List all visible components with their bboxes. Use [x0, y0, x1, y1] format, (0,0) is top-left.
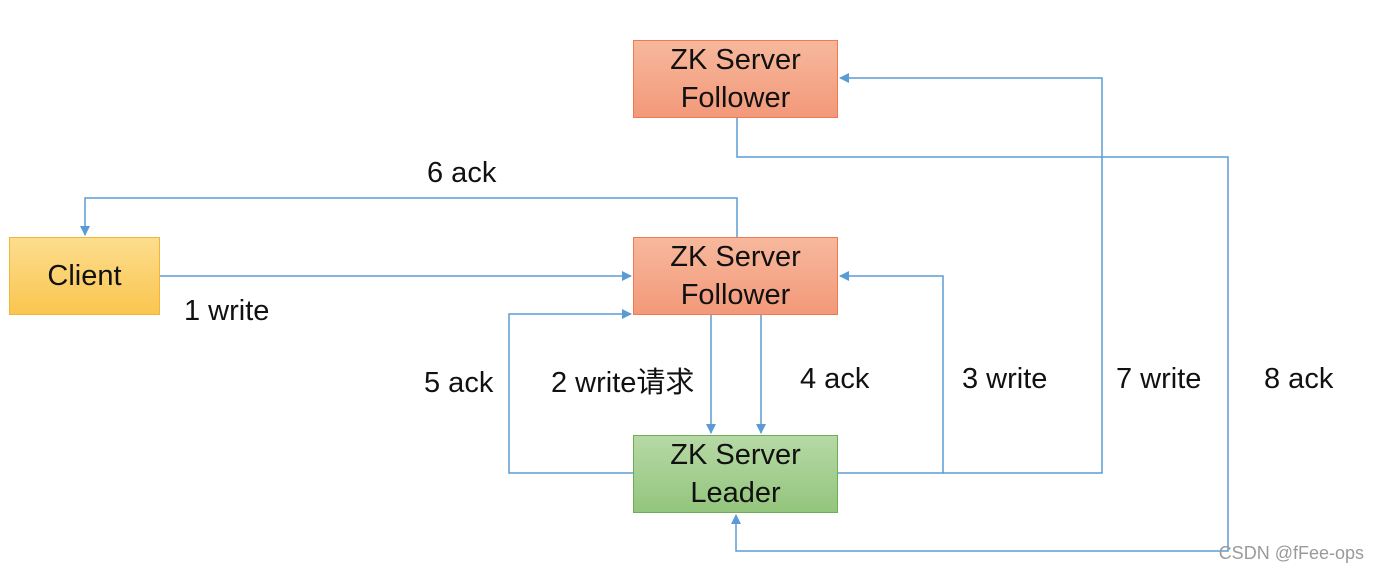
edge-label-1-write: 1 write	[184, 295, 270, 327]
client-node: Client	[9, 237, 160, 315]
edge-label-6-ack: 6 ack	[427, 157, 497, 189]
client-label: Client	[47, 260, 122, 292]
edge-label-2-write-request: 2 write请求	[551, 367, 695, 399]
follower-mid-line2: Follower	[680, 279, 791, 311]
edge-6-ack-arrow	[80, 197, 738, 237]
leader-line1: ZK Server	[670, 439, 801, 471]
edge-label-3-write: 3 write	[962, 363, 1048, 395]
watermark: CSDN @fFee-ops	[1218, 543, 1364, 563]
follower-top-node: ZK Server Follower	[633, 40, 838, 118]
edge-label-7-write: 7 write	[1116, 363, 1202, 395]
edge-8-ack-arrow	[731, 118, 1229, 552]
edge-label-4-ack: 4 ack	[800, 363, 870, 395]
edge-label-8-ack: 8 ack	[1264, 363, 1334, 395]
follower-mid-node: ZK Server Follower	[633, 237, 838, 315]
follower-top-line2: Follower	[680, 82, 791, 114]
edge-label-5-ack: 5 ack	[424, 367, 494, 399]
follower-mid-line1: ZK Server	[670, 241, 801, 273]
leader-line2: Leader	[690, 477, 781, 509]
leader-node: ZK Server Leader	[633, 435, 838, 513]
edge-5-ack-arrow	[508, 309, 633, 474]
edge-3-write-arrow	[838, 271, 944, 474]
edge-7-write-arrow	[839, 73, 1103, 474]
follower-top-line1: ZK Server	[670, 44, 801, 76]
